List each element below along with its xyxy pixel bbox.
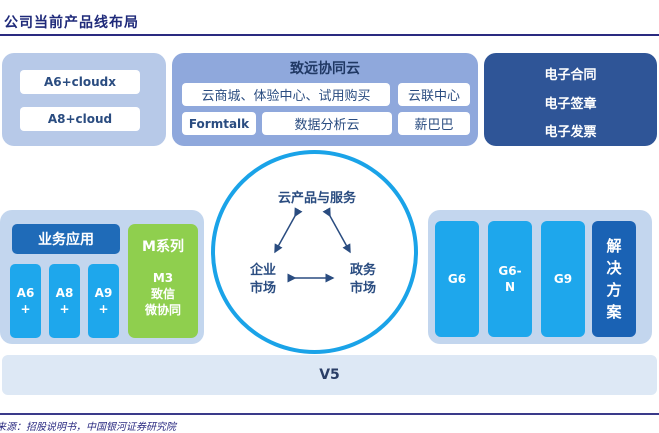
gov-market-label: 政务 市场	[343, 262, 383, 298]
app-a6-suffix: +	[20, 302, 31, 316]
app-a6-name: A6	[16, 286, 35, 300]
enterprise-label-line2: 市场	[249, 281, 276, 296]
solution-char-3: 方	[606, 281, 622, 299]
app-a9-suffix: +	[98, 302, 109, 316]
cloud-mall-item: 云商城、体验中心、试用购买	[182, 83, 390, 106]
zhixin-label: 致信	[150, 287, 175, 301]
app-a8: A8 +	[49, 264, 80, 338]
gov-label-line1: 政务	[349, 263, 376, 278]
seeyon-cloud-title: 致远协同云	[290, 61, 360, 77]
cloud-products-label: 云产品与服务	[277, 191, 356, 206]
business-app-header: 业务应用	[12, 224, 120, 254]
enterprise-market-label: 企业 市场	[243, 262, 283, 298]
page-title: 公司当前产品线布局	[4, 15, 139, 31]
enterprise-label-line1: 企业	[249, 263, 276, 278]
app-a9: A9 +	[88, 264, 119, 338]
xinbaba-item: 薪巴巴	[398, 112, 470, 135]
gov-label-line2: 市场	[349, 281, 376, 296]
cloud-link-center-item: 云联中心	[398, 83, 470, 106]
m-series-title: M系列	[142, 239, 184, 255]
cloud-item-a8: A8+cloud	[20, 107, 140, 131]
source-note: 来源：招股说明书，中国银河证券研究院	[0, 422, 176, 433]
g6n-label-line1: G6-	[498, 264, 522, 278]
product-g9: G9	[541, 221, 585, 337]
g6-label: G6	[447, 272, 467, 286]
m-series-box: M系列 M3 致信 微协同	[128, 224, 198, 338]
formtalk-item: Formtalk	[182, 112, 256, 135]
app-a8-name: A8	[55, 286, 74, 300]
market-circle	[211, 150, 418, 354]
arrow-cloud-enterprise	[274, 207, 303, 254]
title-divider	[0, 34, 659, 36]
cloud-left-panel	[2, 53, 166, 146]
relationship-arrows	[274, 207, 351, 283]
solution-char-2: 决	[606, 259, 622, 277]
micro-collab-label: 微协同	[144, 303, 181, 317]
e-invoice-item: 电子发票	[544, 125, 597, 140]
arrow-cloud-gov	[322, 207, 351, 254]
solution-box: 解 决 方 案	[592, 221, 636, 337]
product-g6n: G6- N	[488, 221, 532, 337]
g9-label: G9	[553, 272, 573, 286]
data-analysis-cloud-item: 数据分析云	[262, 112, 392, 135]
v5-platform-bar: V5	[2, 355, 657, 395]
app-a8-suffix: +	[59, 302, 70, 316]
electronic-panel	[484, 53, 657, 146]
e-contract-item: 电子合同	[544, 68, 597, 83]
m3-label: M3	[152, 271, 174, 285]
footer-divider	[0, 413, 659, 415]
e-signature-item: 电子签章	[544, 97, 597, 112]
app-a6: A6 +	[10, 264, 41, 338]
g6n-label-line2: N	[504, 280, 516, 294]
app-a9-name: A9	[94, 286, 113, 300]
cloud-item-a6: A6+cloudx	[20, 70, 140, 94]
product-g6: G6	[435, 221, 479, 337]
solution-char-1: 解	[606, 237, 622, 255]
solution-char-4: 案	[606, 303, 622, 321]
